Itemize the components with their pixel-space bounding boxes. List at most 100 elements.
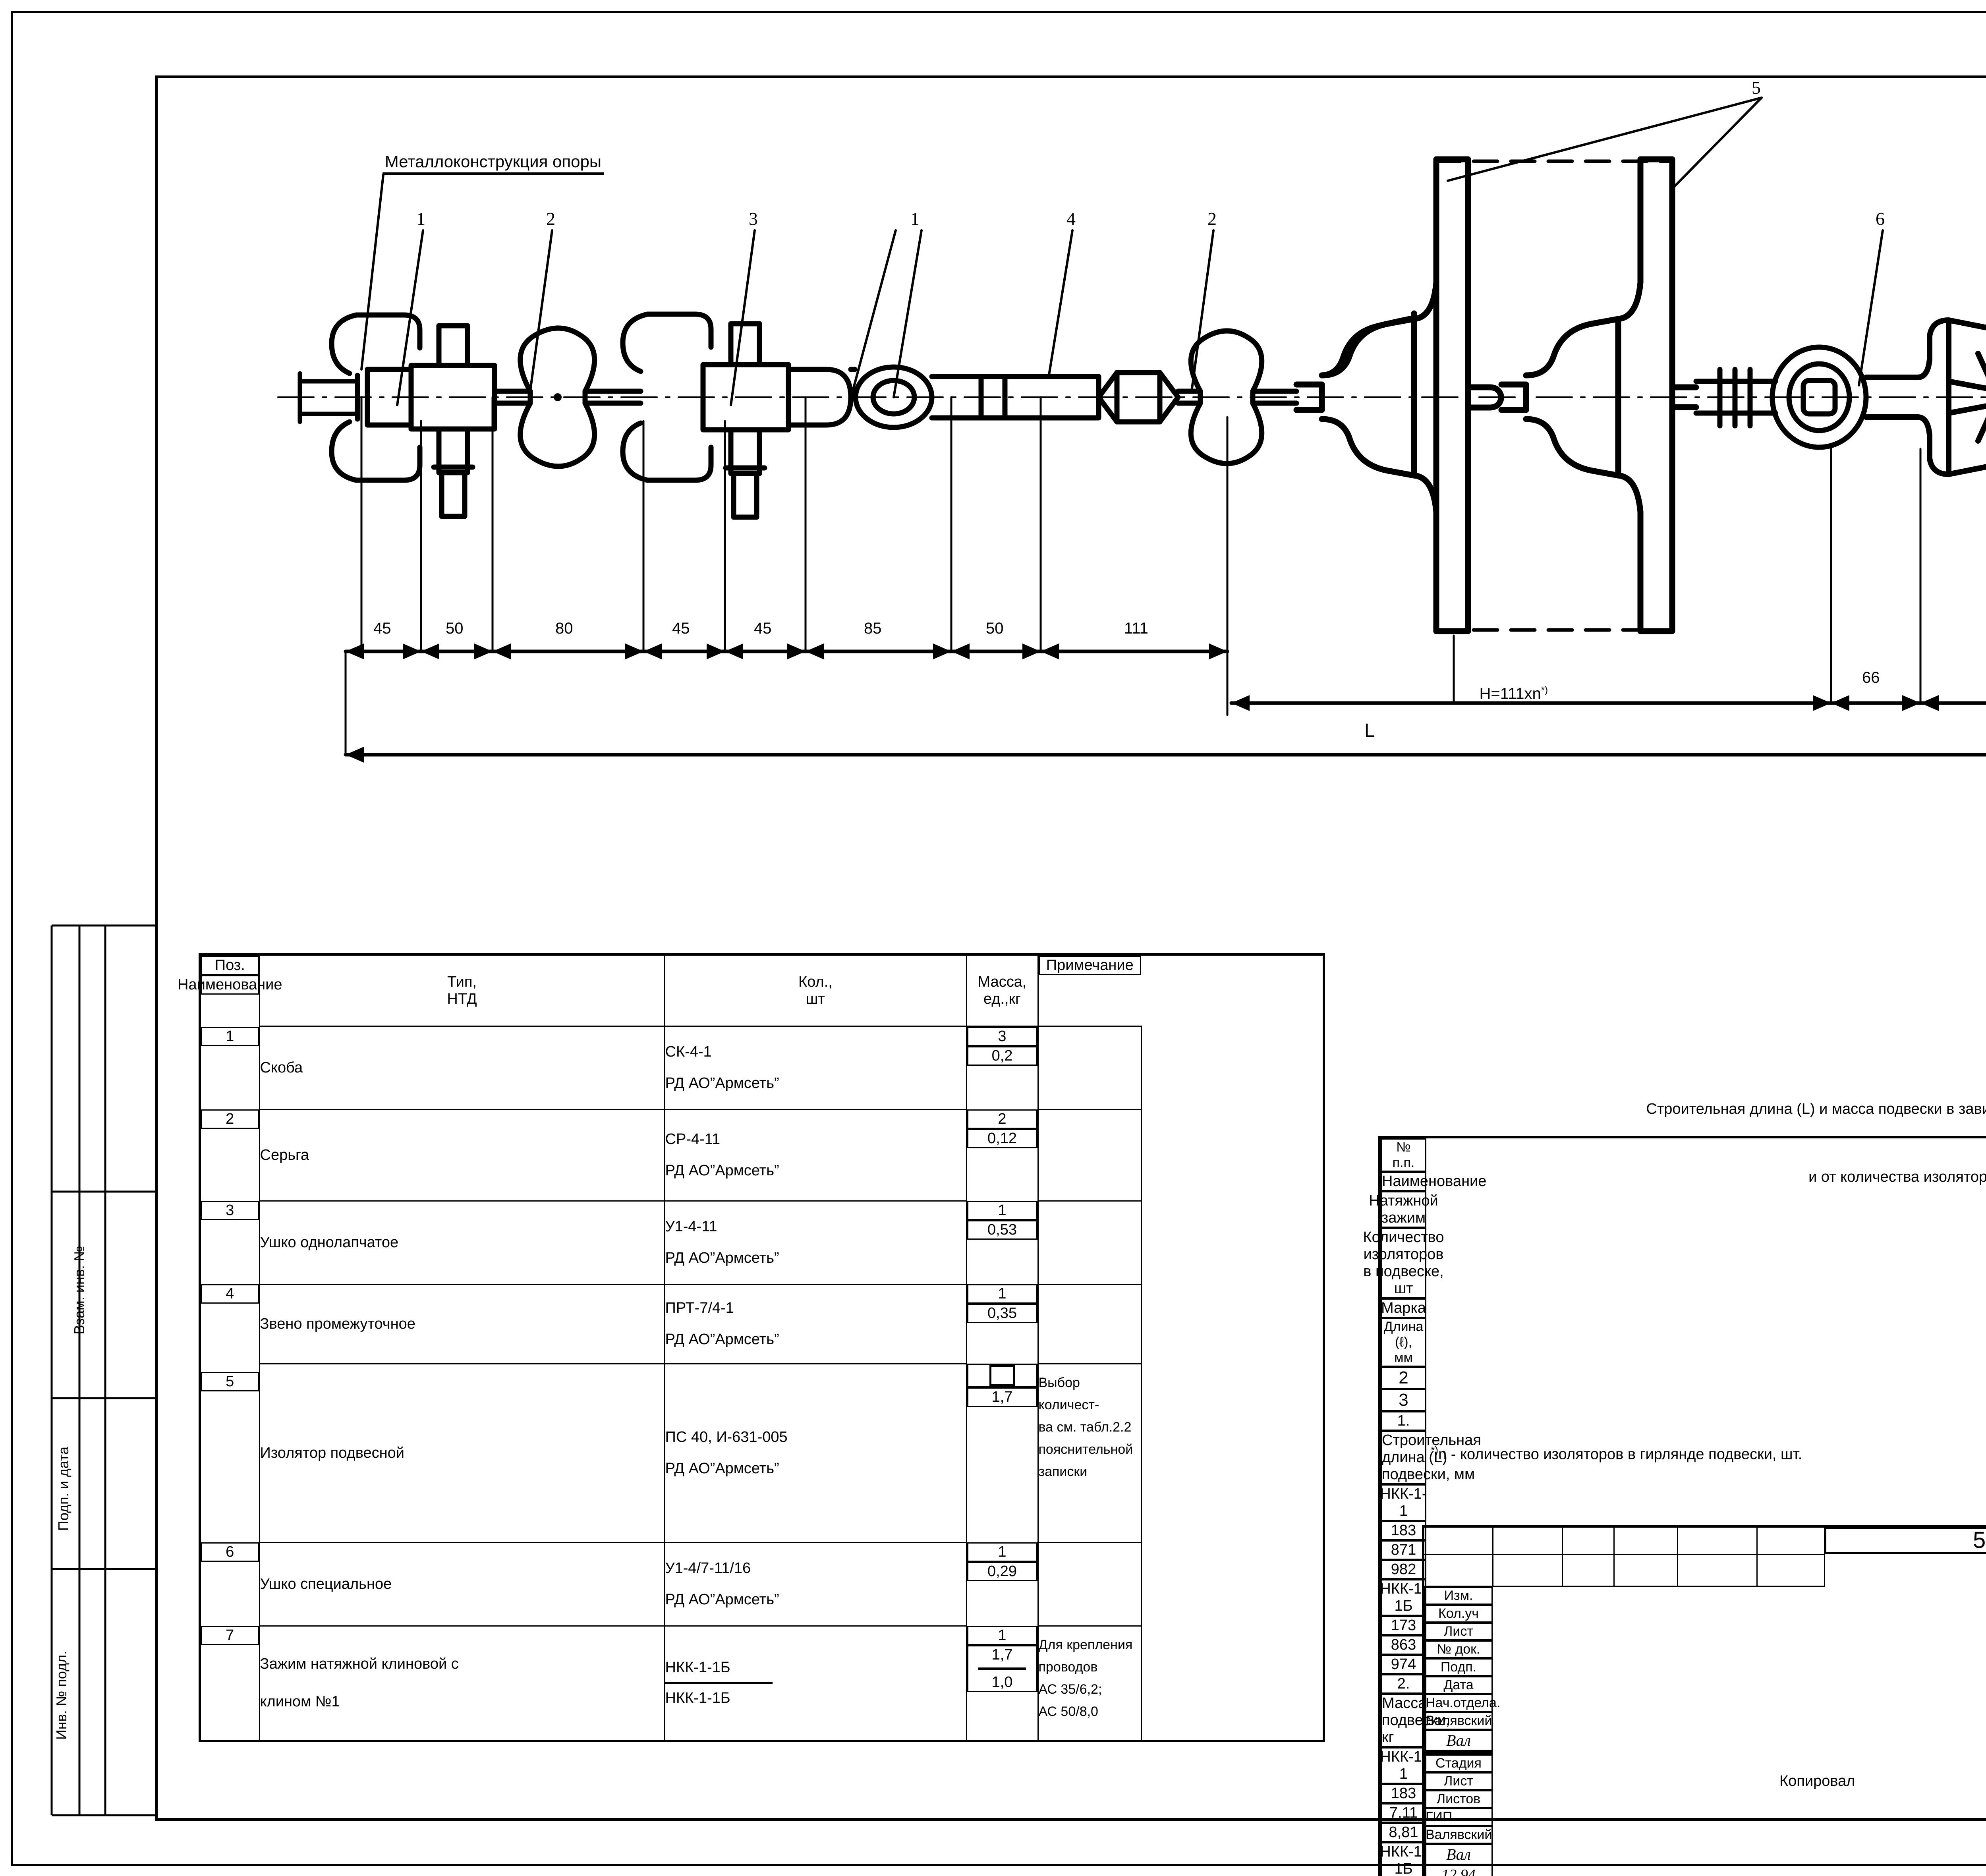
support-structure-label: Металлоконструкция опоры [382,152,604,175]
role-name-0: Валявский [1424,1712,1493,1730]
rev-cell [1677,1526,1758,1555]
intermediate-link-4 [848,364,1181,430]
sheet-outer-frame [11,11,1986,1866]
cell-type-l2: РД АО”Армсеть” [665,1162,779,1179]
dim-L: L [1364,720,1375,741]
cell-name-l1: Ушко однолапчатое [260,1234,399,1251]
length-table-header-row-1: № п.п. Наименование Натяжной зажим Колич… [1363,1137,1986,1298]
dim-H: H=111xn*) [1462,670,1548,717]
dim-50a: 50 [446,620,464,637]
cell-v3: 982 [1381,1560,1426,1580]
th-c2: 2 [1381,1367,1426,1389]
cell-qty: 1 [967,1284,1037,1304]
cell-type-l1: НКК-1-1Б [665,1659,730,1676]
cell-name: Ушко однолапчатое [259,1200,665,1285]
cell-note: Выбор количест- ва см. табл.2.2 поясните… [1037,1363,1142,1543]
rev-cell [1756,1526,1825,1555]
cell-type-l2: РД АО”Армсеть” [665,1075,779,1092]
cell-note: Для крепления проводов АС 35/6,2; АС 50/… [1037,1625,1142,1742]
length-table-title-l2: и от количества изоляторов в подвеске [1808,1169,1986,1185]
cell-qty: 2 [967,1109,1037,1129]
th-ndok: № док. [1424,1640,1493,1658]
th-qty-l1: Кол., [798,973,833,990]
rev-cell [1756,1553,1825,1587]
cell-brand: НКК-1-1 [1380,1747,1427,1784]
cell-name: Масса подвески, кг [1381,1694,1450,1748]
cell-type-l2: НКК-1-1Б [665,1682,773,1707]
cell-qty: 1 [967,1626,1037,1645]
th-note: Примечание [1038,956,1141,975]
cell-type-l1: У1-4-11 [665,1218,717,1235]
role-sign-1: Вал [1424,1843,1493,1865]
cell-brand: НКК-1-1 [1380,1484,1427,1521]
leader-label-support: Металлоконструкция опоры [375,147,604,176]
dim-H-text: H=111xn [1479,685,1541,703]
th-name: Наименование [178,975,282,995]
cell-qty [967,1364,1037,1387]
length-table-wrapper: № п.п. Наименование Натяжной зажим Колич… [1363,1136,1986,1876]
th-sheets: Листов [1424,1790,1493,1808]
role-row-1: ГИП Валявский Вал 12.94 Р 1 [1423,1808,1986,1876]
cell-name: Изолятор подвесной [259,1363,665,1543]
length-table: № п.п. Наименование Натяжной зажим Колич… [1363,1136,1986,1876]
cell-pos: 6 [201,1542,259,1562]
th-podp: Подп. [1424,1658,1493,1676]
cell-qty: 1 [967,1542,1037,1562]
doc-code-cell: 5.407-145.2-20 [1825,1528,1986,1554]
th-num-text: № п.п. [1392,1140,1415,1170]
th-len-name: Наименование [1381,1172,1486,1191]
cell-note [1037,1283,1142,1364]
length-table-header-row-2: Марка Длина (ℓ), мм 2 3 [1379,1298,1986,1412]
rev-cell [1677,1553,1758,1587]
rev-cell [1613,1526,1678,1555]
rev-cell [1561,1526,1615,1555]
th-clamp: Натяжной зажим [1369,1191,1438,1228]
dim-H-sup: *) [1541,685,1548,696]
th-data: Дата [1424,1676,1493,1694]
cell-name: Скоба [259,1025,665,1110]
cell-v3: 974 [1381,1655,1426,1675]
cell-name: Ушко специальное [259,1542,665,1627]
cell-pos: 1 [201,1026,259,1046]
rev-cell [1492,1526,1563,1555]
support-stub [298,371,360,424]
cell-type-l2: РД АО”Армсеть” [665,1591,779,1608]
cell-v2: 871 [1381,1540,1426,1560]
pos-callout-5: 5 [1752,77,1761,98]
th-c3: 3 [1381,1389,1426,1412]
cell-mass: 0,53 [967,1220,1037,1240]
length-table-footnote: *)n - количество изоляторов в гирлянде п… [1414,1430,1802,1477]
th-clamp-len: Длина (ℓ), мм [1381,1318,1426,1367]
lug-3 [620,311,854,520]
rev-cell [1492,1553,1563,1587]
cell-note [1037,1025,1142,1110]
cell-v3: 8,81 [1381,1823,1426,1843]
title-block: 5.407-145.2-20 Изм. Кол.уч Лист № док. П… [1422,1525,1986,1876]
cell-note [1037,1542,1142,1627]
th-clamp-len-text: Длина (ℓ), мм [1383,1319,1424,1366]
table-row: НКК-1-1Б1756,418,11 [1379,1842,1986,1876]
th-mass: Масса, ед.,кг [966,954,1039,1027]
th-pos: Поз. [201,956,259,975]
th-type-l2: НТД [447,990,477,1007]
role-date-0 [1424,1750,1493,1753]
cell-type-l1: ПРТ-7/4-1 [665,1300,734,1316]
role-label-1: ГИП [1424,1808,1493,1826]
cell-type-l2: РД АО”Армсеть” [665,1460,779,1477]
parts-table-header-row: Поз. Наименование Тип, НТД Кол., шт [178,954,1324,1027]
link-2b [1175,328,1299,466]
cell-note [1037,1109,1142,1202]
cell-len: 183 [1381,1521,1426,1541]
length-table-title: Строительная длина (L) и масса подвески … [1442,1053,1986,1234]
